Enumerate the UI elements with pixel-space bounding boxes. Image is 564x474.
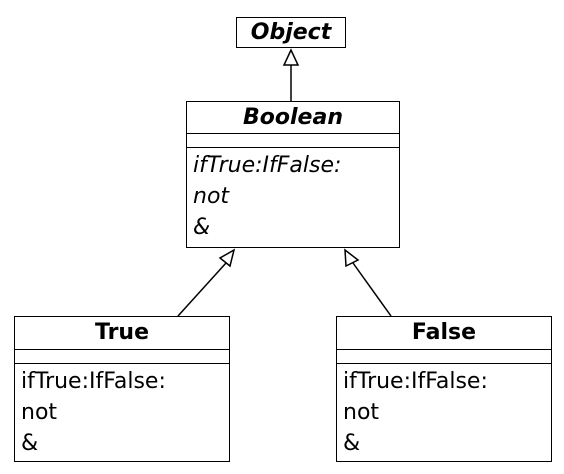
operations-compartment: ifTrue:IfFalse: not & [337, 364, 551, 459]
operation: & [193, 215, 211, 240]
class-name-object: Object [250, 20, 332, 45]
class-false[interactable]: False ifTrue:IfFalse: not & [336, 316, 552, 462]
operation: not [343, 400, 380, 425]
operation: & [343, 431, 361, 456]
operation: ifTrue:IfFalse: [193, 153, 342, 178]
class-name-boolean: Boolean [243, 105, 343, 130]
operation: & [21, 431, 39, 456]
edge-false-boolean [352, 262, 392, 317]
operation: ifTrue:IfFalse: [21, 369, 166, 394]
class-name-false: False [411, 320, 477, 345]
attributes-compartment [187, 133, 399, 147]
operation: ifTrue:IfFalse: [343, 369, 488, 394]
operation: not [21, 400, 58, 425]
generalization-arrow-icon [282, 48, 300, 66]
class-true[interactable]: True ifTrue:IfFalse: not & [14, 316, 230, 462]
class-name-true: True [94, 320, 150, 345]
generalization-arrow-icon [344, 248, 360, 268]
generalization-arrow-icon [218, 248, 236, 268]
operation: not [193, 184, 230, 209]
edge-true-boolean [177, 262, 227, 317]
class-boolean[interactable]: Boolean ifTrue:IfFalse: not & [186, 101, 400, 248]
attributes-compartment [15, 349, 229, 363]
attributes-compartment [337, 349, 551, 363]
operations-compartment: ifTrue:IfFalse: not & [187, 148, 399, 243]
class-object[interactable]: Object [236, 17, 346, 48]
operations-compartment: ifTrue:IfFalse: not & [15, 364, 229, 459]
